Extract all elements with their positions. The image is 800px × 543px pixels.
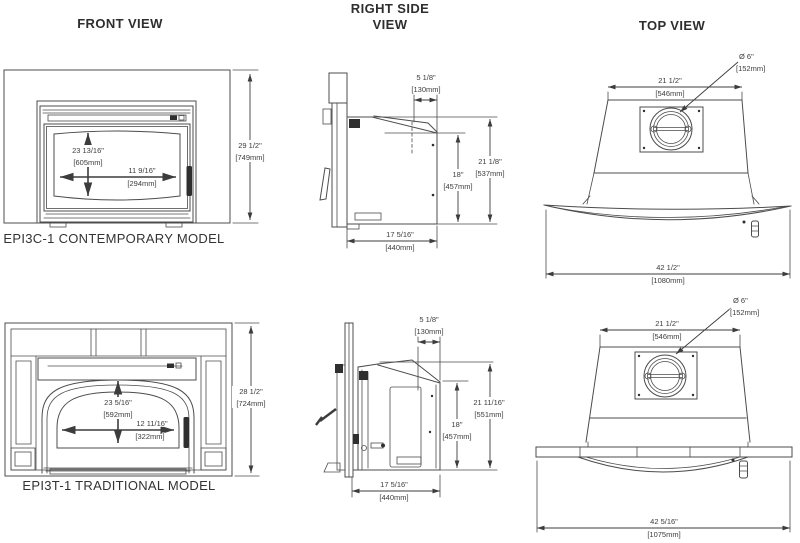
dimension-opening-height: 23 13/16" [605mm] [66, 133, 110, 196]
door-handle [183, 417, 189, 448]
dimension-overall-height-traditional: 28 1/2" [724mm] [232, 322, 270, 477]
control-knob [742, 220, 759, 238]
dim-depth-inches: 17 5/16" [386, 230, 414, 239]
dimension-flue-setback: 5 1/8" [130mm] [410, 72, 442, 134]
view-top-contemporary: Ø 6" [152mm] 21 1/2" [546mm] 42 1/2" [10… [543, 51, 792, 286]
view-front-traditional: 23 5/16" [592mm] 12 11/16" [322mm] 28 1/… [4, 322, 270, 493]
control-knob-traditional [731, 458, 748, 479]
dim-overall-height-inches: 28 1/2" [239, 387, 263, 396]
surround-outline [3, 69, 231, 224]
surround-panel-side-traditional [315, 322, 354, 478]
dim-flue-dia-mm: [152mm] [730, 308, 759, 317]
dim-overall-height-mm: [724mm] [236, 399, 265, 408]
dimension-opening-width: 11 9/16" [294mm] [60, 165, 176, 189]
dim-opening-height-mm: [605mm] [73, 158, 102, 167]
dimension-body-width-traditional: 21 1/2" [546mm] [599, 318, 741, 348]
dim-side-overall-inches: 21 1/8" [478, 157, 502, 166]
dim-depth-inches: 17 5/16" [380, 480, 408, 489]
dim-opening-width-mm: [322mm] [135, 432, 164, 441]
dimension-surround-width-traditional: 42 5/16" [1075mm] [536, 460, 791, 540]
dimension-opening-height-traditional: 23 5/16" [592mm] [97, 381, 140, 443]
body-top-outline-traditional [535, 346, 793, 473]
door-handle-side [319, 408, 337, 422]
door-outline [389, 386, 422, 468]
door-handle [186, 166, 192, 196]
dimension-firebox-height: 18" [457mm] [442, 135, 474, 222]
dim-surround-width-mm: [1080mm] [651, 276, 684, 285]
right-side-view-title-line1: RIGHT SIDE [351, 1, 429, 16]
dim-flue-setback-mm: [130mm] [414, 327, 443, 336]
dim-surround-width-mm: [1075mm] [647, 530, 680, 539]
dim-surround-width-inches: 42 1/2" [656, 263, 680, 272]
dim-flue-dia-inches: Ø 6" [739, 52, 754, 61]
dimension-firebox-height-traditional: 18" [457mm] [441, 383, 473, 468]
dimension-overall-height: 29 1/2" [749mm] [231, 69, 269, 224]
dim-opening-height-mm: [592mm] [103, 410, 132, 419]
stove-body-side [346, 115, 438, 230]
dimension-flue-diameter: Ø 6" [152mm] [679, 51, 766, 113]
dimension-opening-width-traditional: 12 11/16" [322mm] [62, 418, 174, 442]
dim-opening-height-inches: 23 5/16" [104, 398, 132, 407]
dim-body-width-inches: 21 1/2" [658, 76, 682, 85]
top-view-title: TOP VIEW [639, 18, 706, 33]
dimension-flue-setback-traditional: 5 1/8" [130mm] [413, 314, 445, 391]
flue-collar [639, 106, 704, 153]
dim-depth-mm: [440mm] [379, 493, 408, 502]
mantle-shelf [535, 446, 793, 458]
dim-body-width-mm: [546mm] [655, 89, 684, 98]
dim-overall-height-inches: 29 1/2" [238, 141, 262, 150]
dim-overall-height-mm: [749mm] [235, 153, 264, 162]
dimension-overall-height-side: 21 1/8" [537mm] [471, 119, 509, 222]
dim-side-overall-mm: [551mm] [474, 410, 503, 419]
view-front-contemporary: 23 13/16" [605mm] 11 9/16" [294mm] 29 1/… [3, 69, 269, 246]
model-caption-traditional: EPI3T-1 TRADITIONAL MODEL [22, 478, 215, 493]
dim-body-width-mm: [546mm] [652, 332, 681, 341]
dim-opening-width-inches: 11 9/16" [128, 166, 155, 175]
view-side-traditional: 5 1/8" [130mm] 18" [457mm] 21 11/16" [55… [315, 314, 511, 503]
dimension-surround-width: 42 1/2" [1080mm] [545, 209, 791, 286]
stove-body [39, 105, 194, 228]
dimension-depth-traditional: 17 5/16" [440mm] [351, 474, 441, 503]
dim-firebox-height-inches: 18" [451, 420, 462, 429]
dim-opening-width-mm: [294mm] [127, 179, 156, 188]
stove-body-side-traditional [323, 359, 441, 473]
dim-side-overall-mm: [537mm] [475, 169, 504, 178]
dim-firebox-height-inches: 18" [452, 170, 463, 179]
dim-side-overall-inches: 21 11/16" [473, 398, 505, 407]
reference-lines [371, 116, 498, 225]
dim-depth-mm: [440mm] [385, 243, 414, 252]
dim-opening-width-inches: 12 11/16" [136, 419, 168, 428]
door-handle-side [319, 167, 331, 201]
dim-body-width-inches: 21 1/2" [655, 319, 679, 328]
dim-flue-setback-inches: 5 1/8" [419, 315, 439, 324]
dim-flue-setback-inches: 5 1/8" [416, 73, 436, 82]
surround-panel-side [319, 72, 348, 228]
front-view-title: FRONT VIEW [77, 16, 163, 31]
dim-opening-height-inches: 23 13/16" [72, 146, 104, 155]
dim-firebox-height-mm: [457mm] [443, 182, 472, 191]
dimension-body-width: 21 1/2" [546mm] [607, 75, 743, 101]
model-caption-contemporary: EPI3C-1 CONTEMPORARY MODEL [3, 231, 224, 246]
damper-rod [653, 127, 689, 131]
dim-firebox-height-mm: [457mm] [442, 432, 471, 441]
dim-flue-setback-mm: [130mm] [411, 85, 440, 94]
flue-collar-traditional [634, 351, 698, 400]
right-side-view-title-line2: VIEW [373, 17, 408, 32]
damper-rod [647, 374, 683, 378]
dimension-flue-diameter-traditional: Ø 6" [152mm] [675, 295, 760, 355]
body-top-outline [543, 99, 792, 221]
view-top-traditional: Ø 6" [152mm] 21 1/2" [546mm] 42 5/16" [1… [535, 295, 793, 540]
column-titles: FRONT VIEW RIGHT SIDE VIEW TOP VIEW [77, 1, 705, 33]
dimension-overall-height-side-traditional: 21 11/16" [551mm] [468, 364, 511, 468]
reference-lines-traditional [379, 361, 498, 471]
dim-flue-dia-inches: Ø 6" [733, 296, 748, 305]
glass-door [53, 130, 181, 201]
view-side-contemporary: 5 1/8" [130mm] 18" [457mm] 21 1/8" [537m… [319, 72, 509, 253]
dimension-depth: 17 5/16" [440mm] [346, 225, 438, 253]
dim-surround-width-inches: 42 5/16" [650, 517, 678, 526]
dim-flue-dia-mm: [152mm] [736, 64, 765, 73]
